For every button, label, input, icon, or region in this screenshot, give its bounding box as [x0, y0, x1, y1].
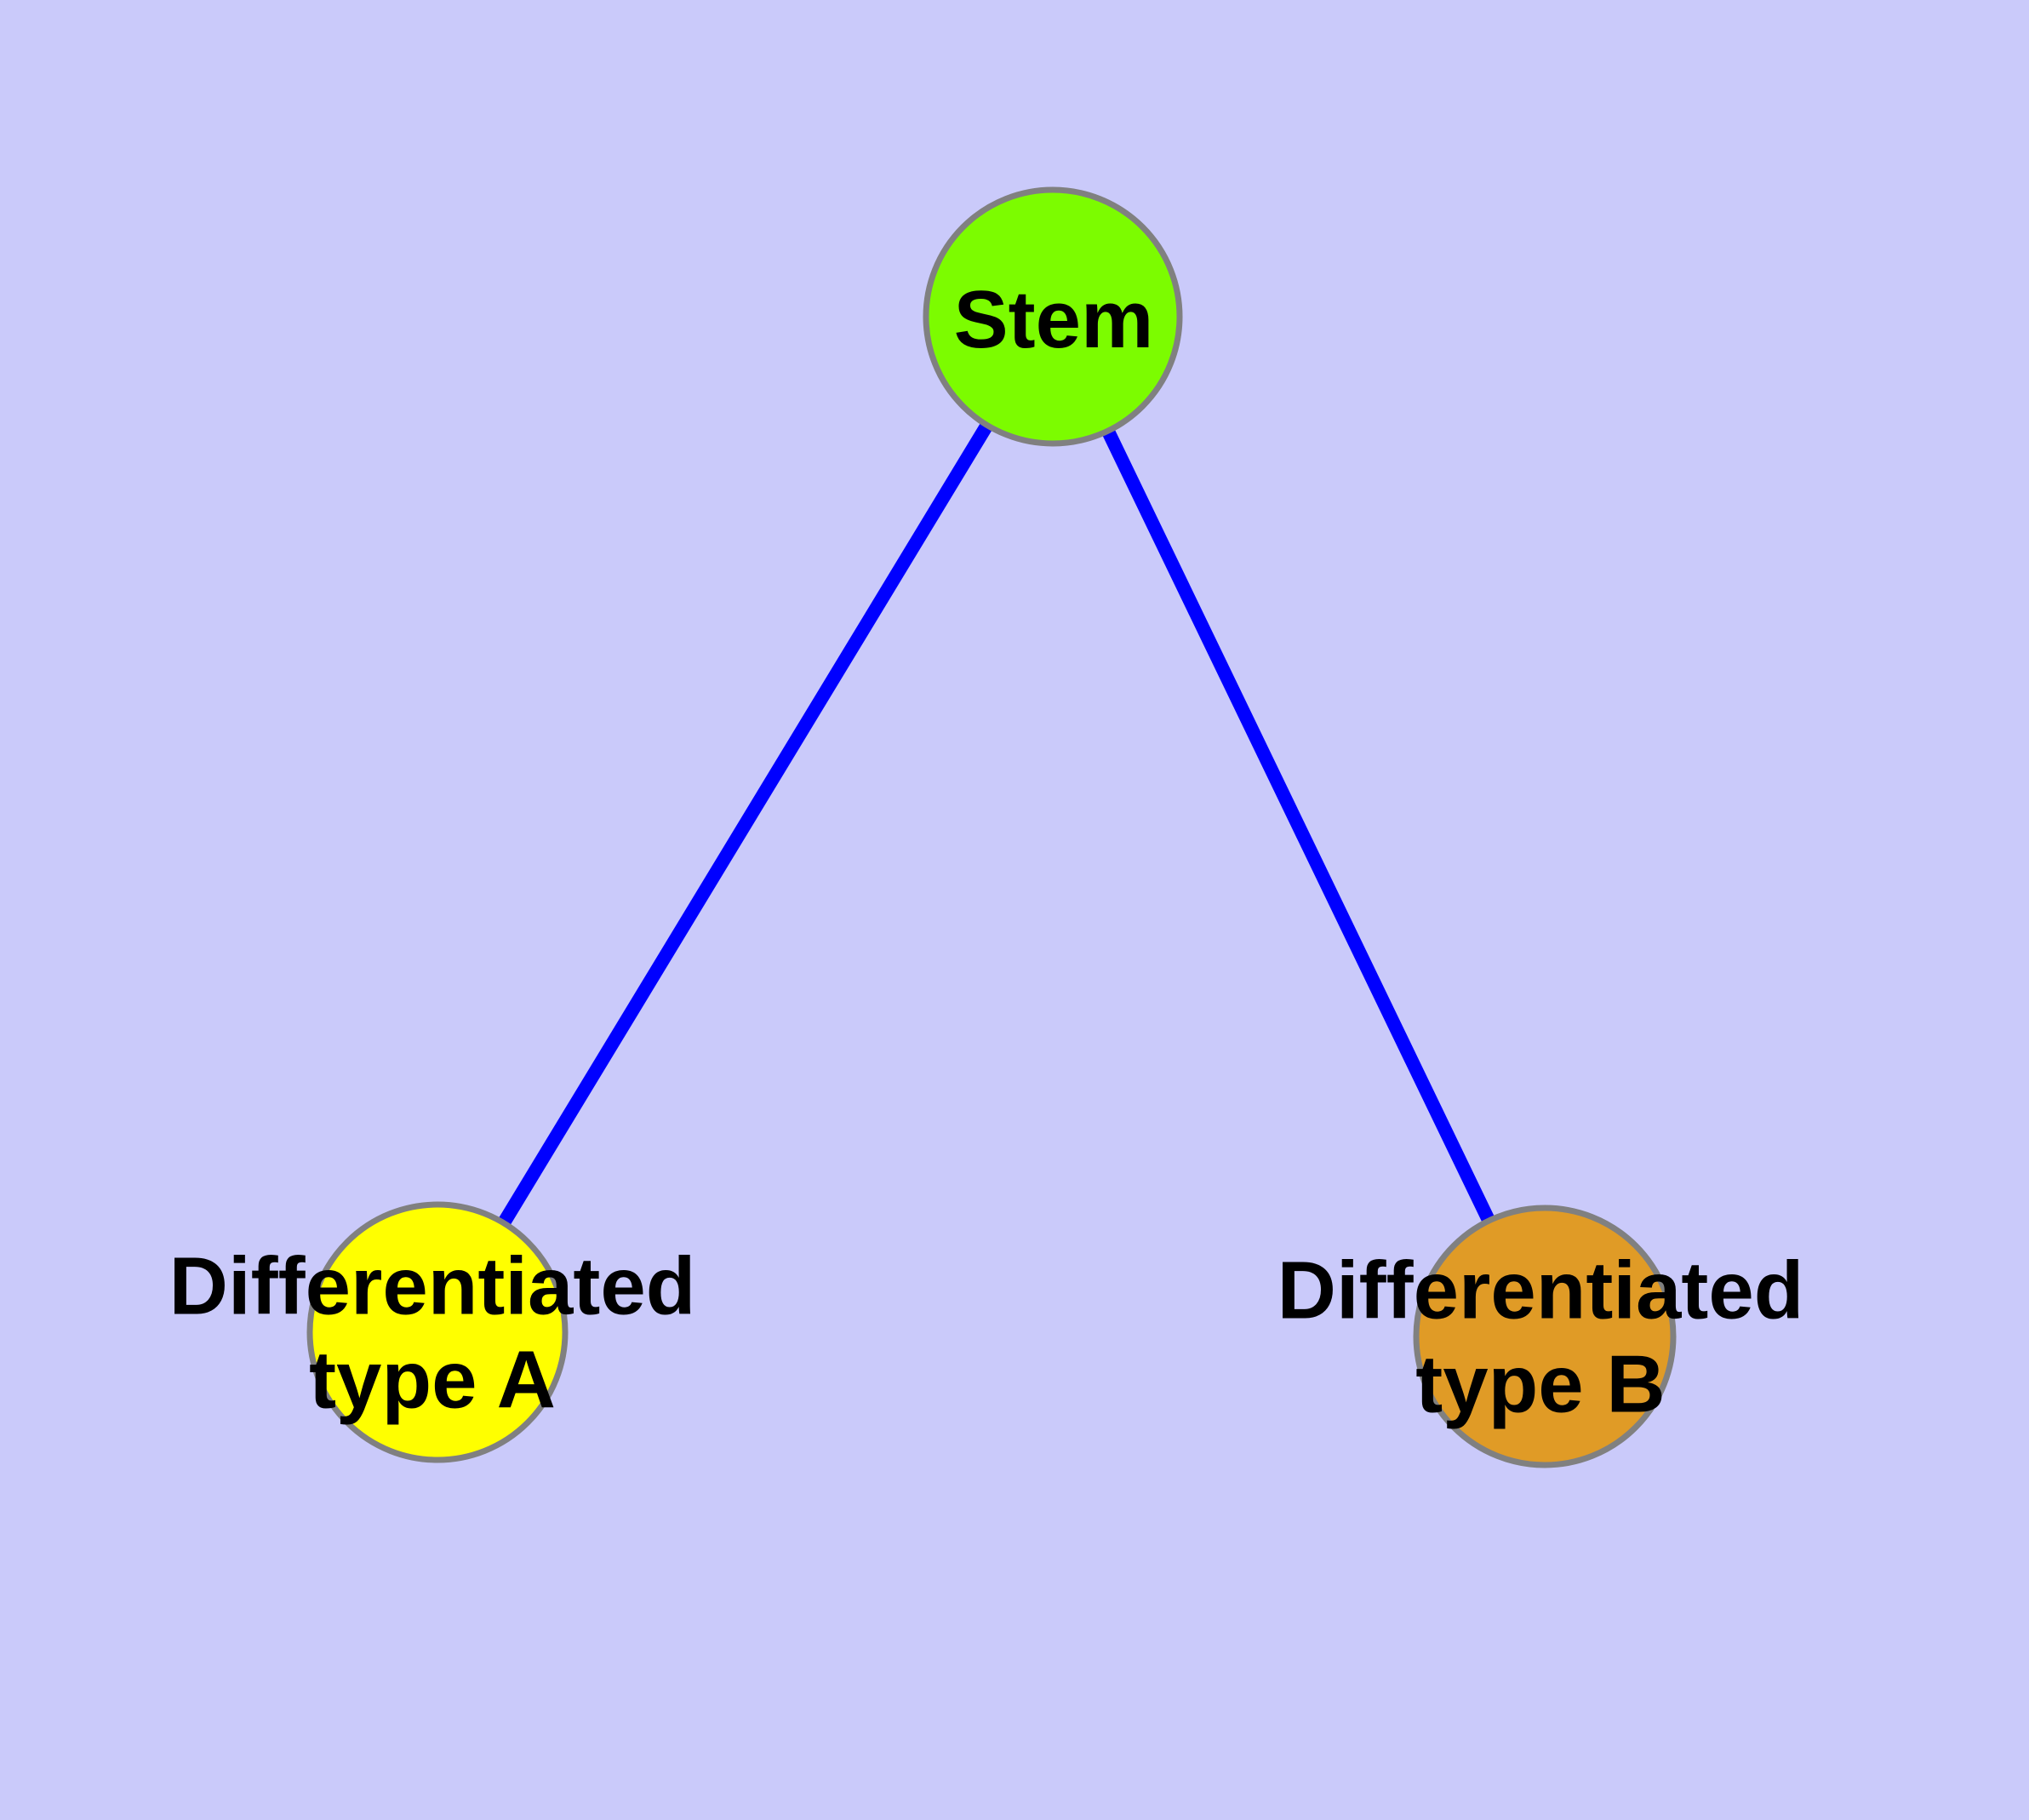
edge-stem-to-type-b	[1046, 313, 1552, 1340]
node-type-b-label: Differentiated type B	[1277, 1245, 1804, 1433]
edge-stem-to-type-a	[432, 312, 1059, 1336]
node-stem-label: Stem	[954, 273, 1154, 367]
label-line: type A	[309, 1335, 556, 1426]
label-line: Stem	[953, 273, 1154, 365]
node-type-a-circle	[306, 1201, 569, 1463]
node-type-a-label: Differentiated type A	[169, 1240, 696, 1428]
label-line: type B	[1415, 1339, 1666, 1430]
label-line: Differentiated	[169, 1240, 696, 1332]
label-line: Differentiated	[1277, 1245, 1804, 1336]
node-type-b-circle	[1413, 1205, 1677, 1468]
node-stem-circle	[923, 186, 1183, 447]
